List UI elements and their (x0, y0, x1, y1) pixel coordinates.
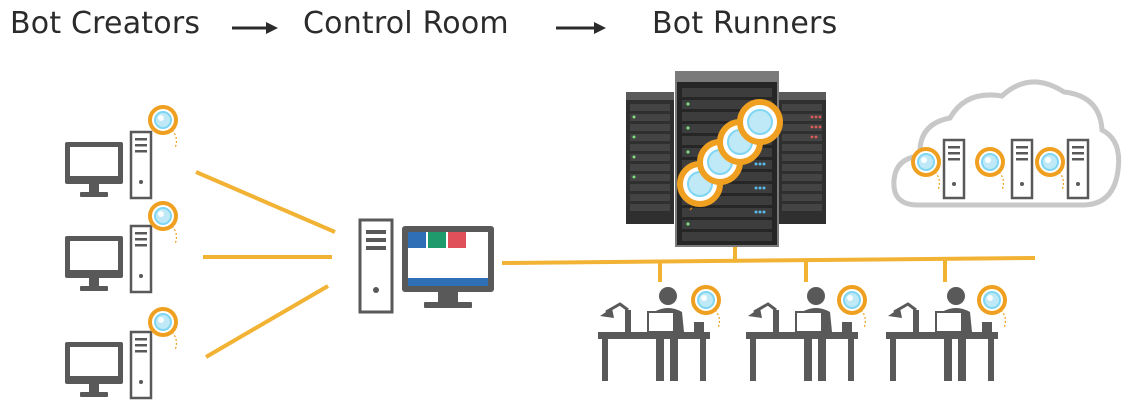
server-tower-icon (1010, 138, 1034, 200)
bot-badge-icon (977, 285, 1008, 330)
bot-badge-icon (737, 99, 783, 145)
bot-badge-icon (691, 285, 722, 330)
server-tower-icon (942, 138, 966, 200)
bot-badge-icon (148, 201, 179, 246)
desktop-monitor-with-tower-icon (63, 130, 153, 200)
label-bot-runners: Bot Runners (652, 6, 838, 41)
control-room-workstation (358, 218, 494, 314)
flow-arrows (232, 22, 606, 34)
desktop-monitor-with-tower-icon (63, 330, 153, 400)
label-control-room: Control Room (303, 6, 509, 41)
server-racks (626, 71, 826, 247)
arrow-right-icon (232, 22, 278, 34)
control-room-monitor-icon (402, 226, 494, 308)
server-rack-right-icon (778, 92, 826, 224)
control-room-tower-icon (358, 218, 394, 314)
bot-badge-icon (148, 307, 179, 352)
connection-lines (195, 170, 1036, 359)
creator-workstation-2 (63, 201, 179, 294)
server-bot-cluster (677, 99, 783, 211)
bot-badge-icon (148, 105, 179, 150)
runner-desk-2 (744, 285, 868, 383)
desktop-monitor-with-tower-icon (63, 224, 153, 294)
label-bot-creators: Bot Creators (10, 6, 201, 41)
creator-workstation-1 (63, 105, 179, 200)
arrow-right-icon (556, 22, 606, 34)
bot-badge-icon (837, 285, 868, 330)
server-rack-left-icon (626, 92, 674, 224)
runner-desk-3 (884, 285, 1008, 383)
cloud-bot-runners (891, 79, 1122, 208)
creator-workstation-3 (63, 307, 179, 400)
runner-desk-1 (596, 285, 722, 383)
server-tower-icon (1066, 138, 1090, 200)
